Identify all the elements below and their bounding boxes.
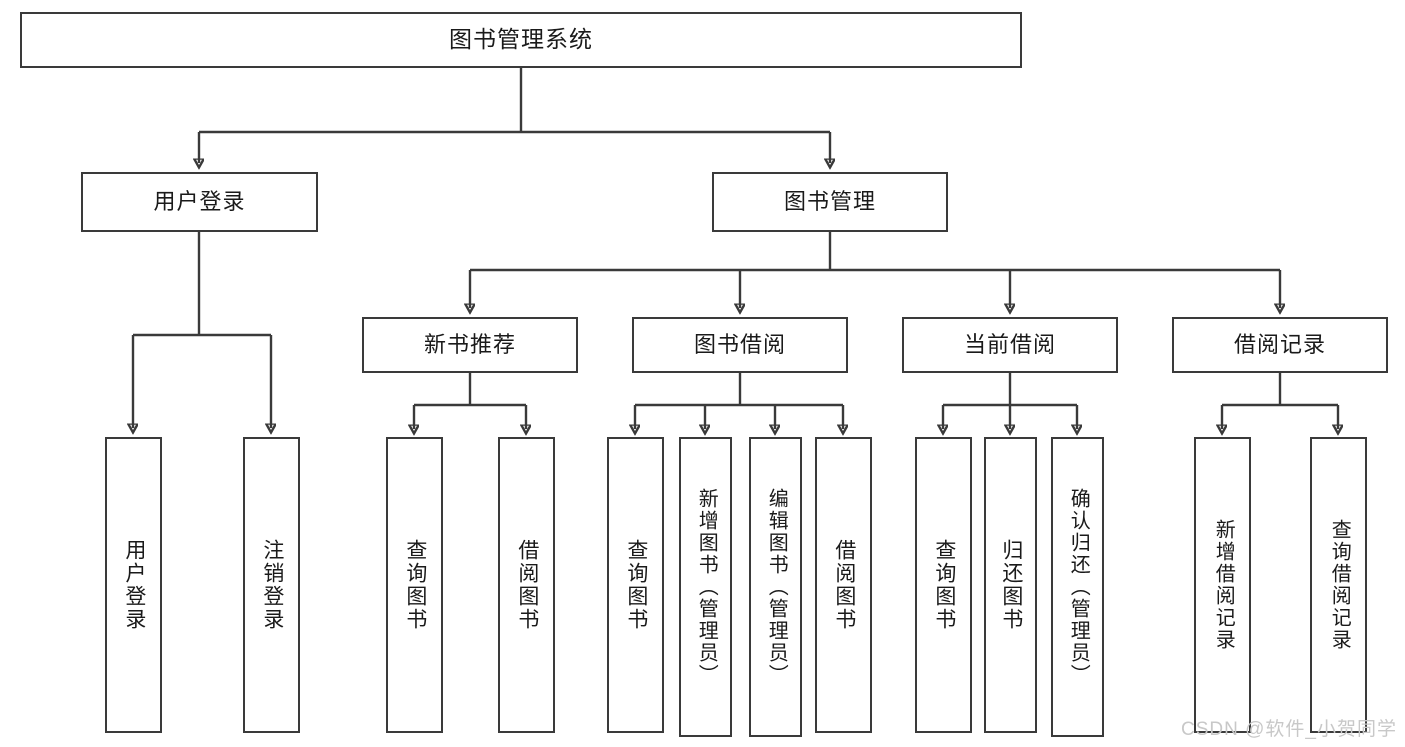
node-label: 查询图书: [403, 539, 427, 631]
node-label: 借阅图书: [515, 539, 539, 631]
leaf-user-login-logout[interactable]: 注销登录: [243, 437, 300, 733]
leaf-new-book-borrow-book[interactable]: 借阅图书: [498, 437, 555, 733]
node-user-login[interactable]: 用户登录: [81, 172, 318, 232]
leaf-book-borrow-add-book-admin[interactable]: 新增图书（管理员）: [679, 437, 732, 737]
node-label: 图书借阅: [693, 331, 786, 357]
leaf-current-borrow-confirm-return-admin[interactable]: 确认归还（管理员）: [1051, 437, 1104, 737]
node-label: 归还图书: [999, 539, 1023, 631]
leaf-book-borrow-borrow-book[interactable]: 借阅图书: [815, 437, 872, 733]
node-label: 新书推荐: [423, 331, 516, 357]
leaf-borrow-record-query-record[interactable]: 查询借阅记录: [1310, 437, 1367, 733]
csdn-watermark: CSDN @软件_小贺同学: [1181, 719, 1397, 740]
node-root-book-management-system[interactable]: 图书管理系统: [20, 12, 1022, 68]
leaf-current-borrow-return-book[interactable]: 归还图书: [984, 437, 1037, 733]
node-label: 用户登录: [122, 539, 146, 631]
node-label: 图书管理: [783, 188, 876, 214]
node-label: 新增借阅记录: [1212, 519, 1235, 651]
node-label: 查询借阅记录: [1328, 519, 1351, 651]
node-label: 新增图书（管理员）: [695, 488, 718, 686]
leaf-user-login-do-login[interactable]: 用户登录: [105, 437, 162, 733]
leaf-book-borrow-edit-book-admin[interactable]: 编辑图书（管理员）: [749, 437, 802, 737]
node-label: 用户登录: [153, 188, 246, 214]
leaf-current-borrow-query-book[interactable]: 查询图书: [915, 437, 972, 733]
leaf-book-borrow-query-book[interactable]: 查询图书: [607, 437, 664, 733]
node-label: 编辑图书（管理员）: [765, 488, 788, 686]
node-label: 查询图书: [624, 539, 648, 631]
node-book-management[interactable]: 图书管理: [712, 172, 948, 232]
node-label: 查询图书: [932, 539, 956, 631]
node-new-book-recommend[interactable]: 新书推荐: [362, 317, 578, 373]
node-label: 当前借阅: [963, 331, 1056, 357]
node-label: 确认归还（管理员）: [1067, 488, 1090, 686]
node-label: 注销登录: [260, 539, 284, 631]
node-current-borrow[interactable]: 当前借阅: [902, 317, 1118, 373]
node-label: 图书管理系统: [449, 26, 593, 53]
node-borrow-record[interactable]: 借阅记录: [1172, 317, 1388, 373]
node-book-borrow[interactable]: 图书借阅: [632, 317, 848, 373]
node-label: 借阅记录: [1233, 331, 1326, 357]
node-label: 借阅图书: [832, 539, 856, 631]
leaf-new-book-query-book[interactable]: 查询图书: [386, 437, 443, 733]
leaf-borrow-record-add-record[interactable]: 新增借阅记录: [1194, 437, 1251, 733]
